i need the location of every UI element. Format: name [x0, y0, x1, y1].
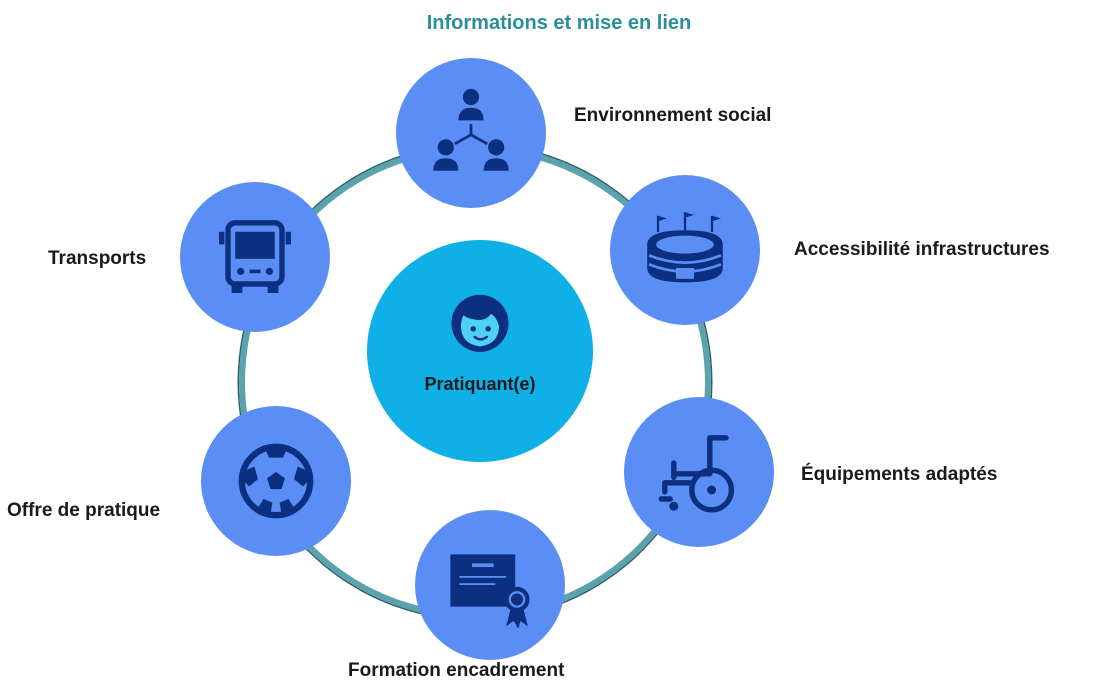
stadium-icon: [647, 212, 723, 283]
diagram-title: Informations et mise en lien: [426, 12, 692, 34]
label-accessibilite-infrastructures: Accessibilité infrastructures: [794, 239, 1050, 260]
node-equipements-adaptes: [624, 397, 774, 547]
node-accessibilite-infrastructures: [610, 175, 760, 325]
node-transports: [180, 182, 330, 332]
certificate-icon: [450, 554, 530, 629]
bus-icon: [219, 220, 291, 293]
label-environnement-social: Environnement social: [574, 105, 772, 126]
child-face-icon: [451, 294, 509, 352]
label-offre-de-pratique: Offre de pratique: [7, 500, 161, 521]
label-equipements-adaptes: Équipements adaptés: [801, 464, 998, 485]
node-environnement-social: [396, 58, 546, 208]
label-transports: Transports: [48, 248, 147, 269]
soccer-ball-icon: [238, 443, 314, 519]
center-label: Pratiquant(e): [424, 374, 536, 394]
label-formation-encadrement: Formation encadrement: [348, 660, 565, 681]
center-node-pratiquant: Pratiquant(e): [367, 240, 593, 462]
wheelchair-icon: [658, 435, 735, 513]
social-network-icon: [433, 88, 509, 171]
node-offre-de-pratique: [201, 406, 351, 556]
node-formation-encadrement: [415, 510, 565, 660]
